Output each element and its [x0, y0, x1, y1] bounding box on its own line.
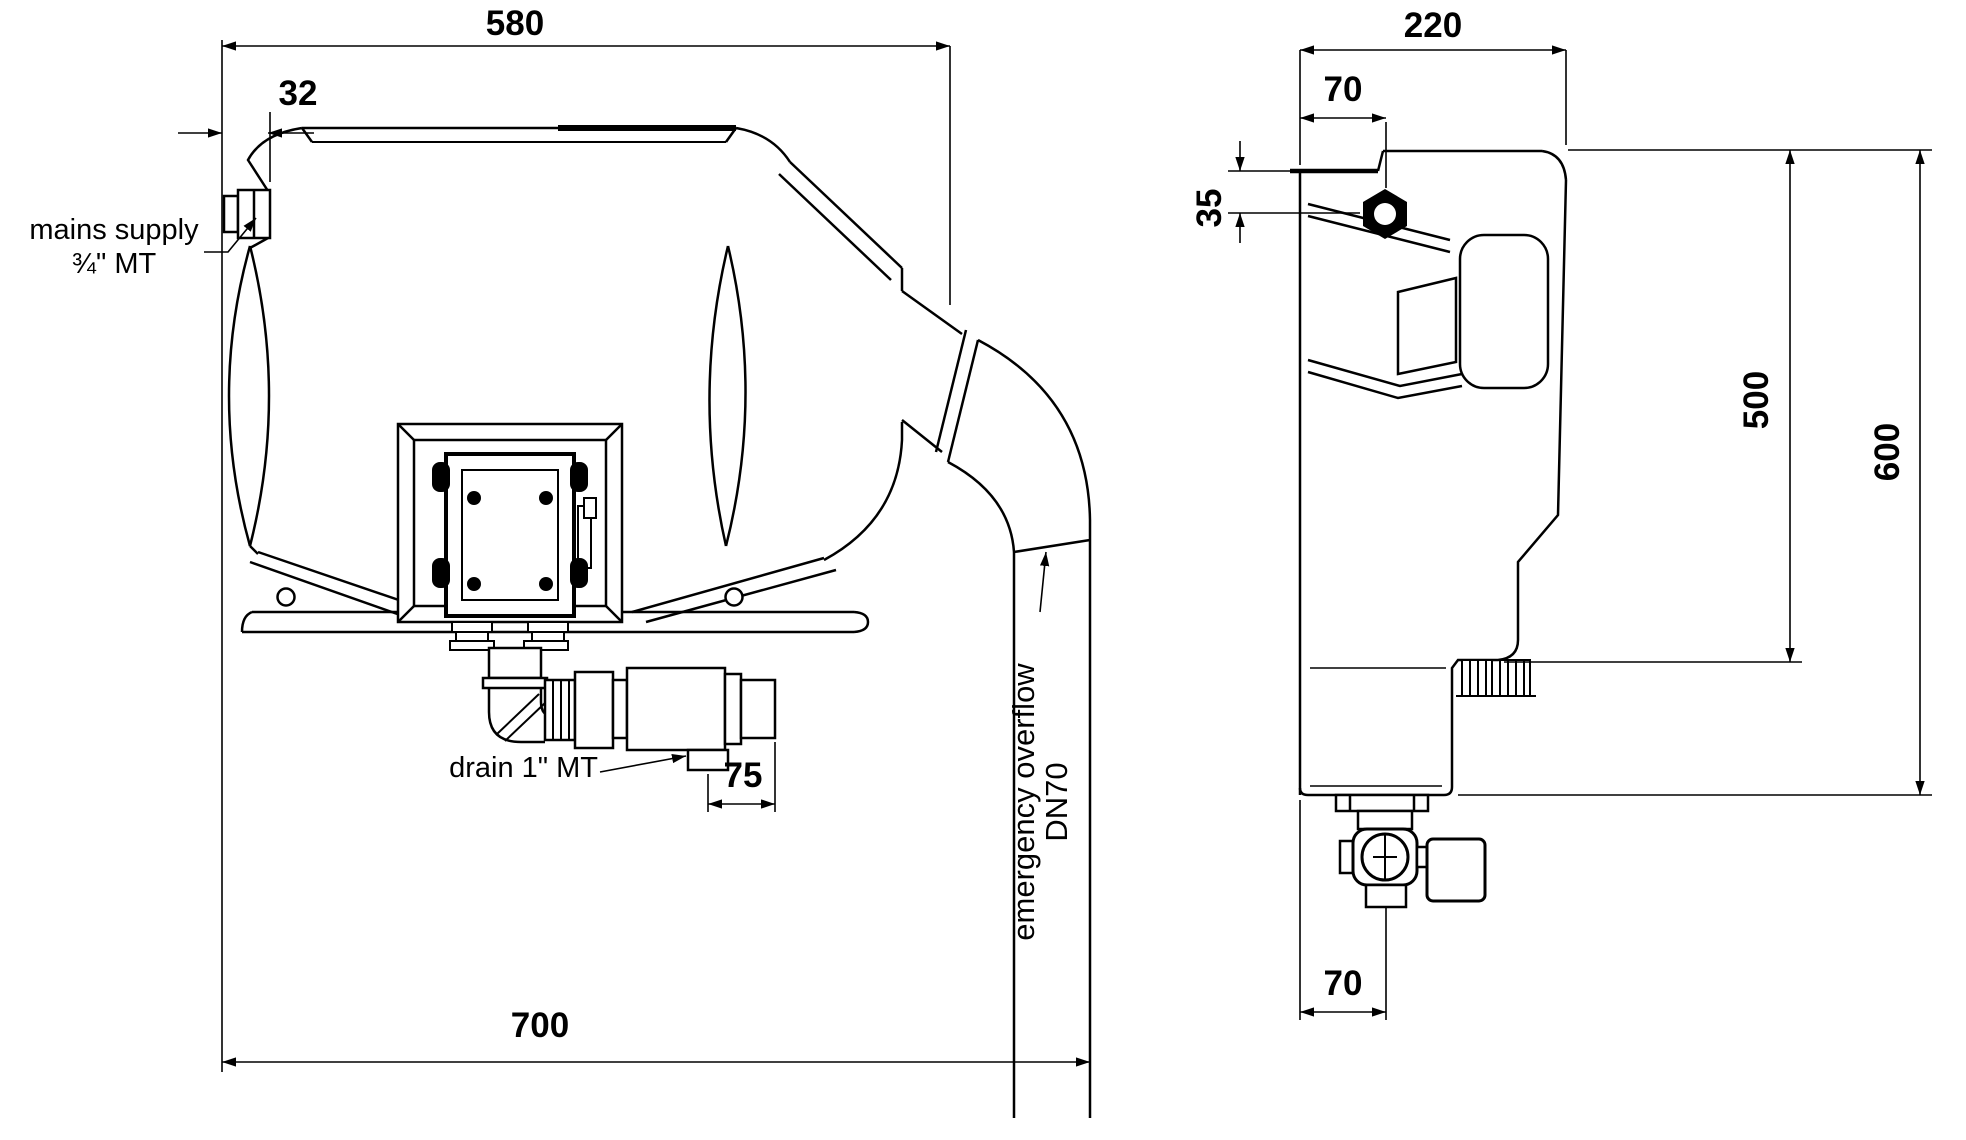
leader-overflow	[1039, 551, 1050, 613]
dim-text-500: 500	[1736, 370, 1776, 430]
dim-text-70-top: 70	[1323, 70, 1363, 109]
side-drain-valve	[1334, 793, 1487, 909]
dim-text-600: 600	[1867, 422, 1907, 482]
label-overflow-line2: DN70	[1039, 762, 1074, 842]
adjustable-feet	[1456, 659, 1536, 697]
dim-text-580: 580	[485, 4, 545, 43]
front-view-linework	[221, 40, 1092, 1118]
leader-mains-supply	[204, 217, 257, 253]
dim-text-32: 32	[278, 74, 318, 113]
label-overflow-line1: emergency overflow	[1006, 663, 1042, 941]
label-emergency-overflow: emergency overflow DN70	[1003, 619, 1079, 985]
drain-assembly	[481, 646, 777, 772]
mounting-hole-right	[724, 587, 744, 607]
dim-text-75: 75	[723, 756, 763, 795]
leader-drain	[599, 753, 687, 773]
mounting-hole-left	[276, 587, 296, 607]
dim-text-35: 35	[1189, 188, 1229, 228]
wall-bolt	[1363, 189, 1407, 239]
float-cover-panel	[1458, 233, 1550, 390]
sump-frame	[396, 422, 624, 624]
front-view-dimensions	[178, 41, 1090, 1067]
dim-text-700: 700	[510, 1006, 570, 1045]
sump-connectors	[449, 621, 569, 651]
tank-outline	[227, 125, 904, 562]
label-drain: drain 1" MT	[449, 752, 598, 784]
label-mains-supply-line1: mains supply	[29, 214, 199, 246]
mains-inlet-fitting	[222, 188, 272, 240]
label-mains-supply-line2: ¾" MT	[71, 248, 157, 280]
side-outlet-tab	[1364, 883, 1408, 909]
side-view-dimensions	[1228, 45, 1932, 1020]
dim-text-70-bottom: 70	[1323, 964, 1363, 1003]
dim-text-220: 220	[1403, 6, 1463, 45]
drain-outlet-tab	[686, 748, 730, 772]
sump-clamps	[432, 462, 588, 591]
solenoid-box	[1425, 837, 1487, 903]
panel-recess	[1396, 276, 1458, 376]
side-view-linework	[1290, 149, 1568, 909]
side-tank-outline	[1290, 149, 1568, 797]
overflow-pipe	[901, 289, 1092, 1118]
